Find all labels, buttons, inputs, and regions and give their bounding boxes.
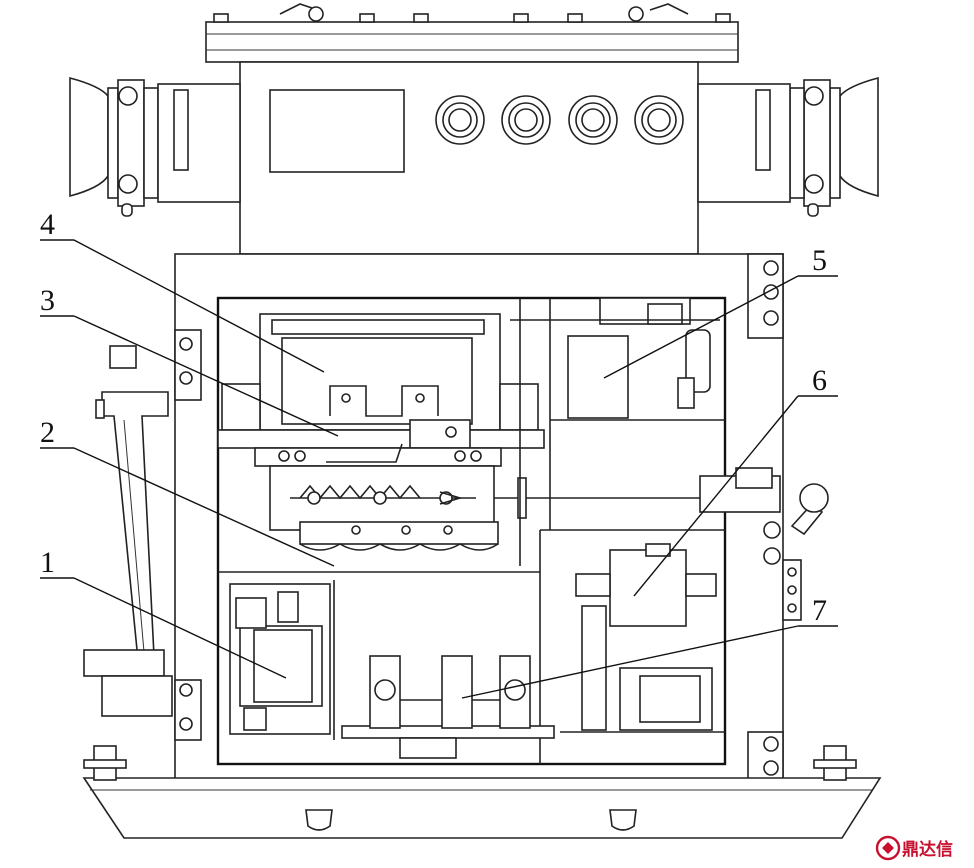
watermark-icon <box>875 835 901 861</box>
actuator-knob <box>699 467 829 621</box>
breaker-assembly <box>217 313 545 467</box>
watermark-logo: 鼎达信 <box>875 835 953 861</box>
fuse-holders <box>341 655 555 759</box>
callout-4: 4 <box>40 208 55 241</box>
display-window <box>269 89 405 173</box>
transformer <box>539 529 725 764</box>
callout-labels: 1 2 3 4 5 6 7 <box>40 208 827 627</box>
callout-1: 1 <box>40 546 55 579</box>
contactor <box>218 571 540 740</box>
leader-lines <box>40 239 838 699</box>
cable-glands <box>435 95 684 145</box>
top-cover-flange <box>205 3 739 63</box>
base-sled <box>82 745 882 839</box>
handle-rail <box>83 345 173 717</box>
callout-3: 3 <box>40 284 55 317</box>
contact-carrier <box>269 465 720 551</box>
right-cable-entry <box>697 76 879 217</box>
left-cable-entry <box>69 76 241 217</box>
watermark-text: 鼎达信 <box>902 839 953 860</box>
callout-5: 5 <box>812 244 827 277</box>
upper-terminal-box <box>239 61 699 255</box>
callout-6: 6 <box>812 364 827 397</box>
callout-2: 2 <box>40 416 55 449</box>
callout-7: 7 <box>812 594 827 627</box>
relay-compartment <box>510 297 725 566</box>
